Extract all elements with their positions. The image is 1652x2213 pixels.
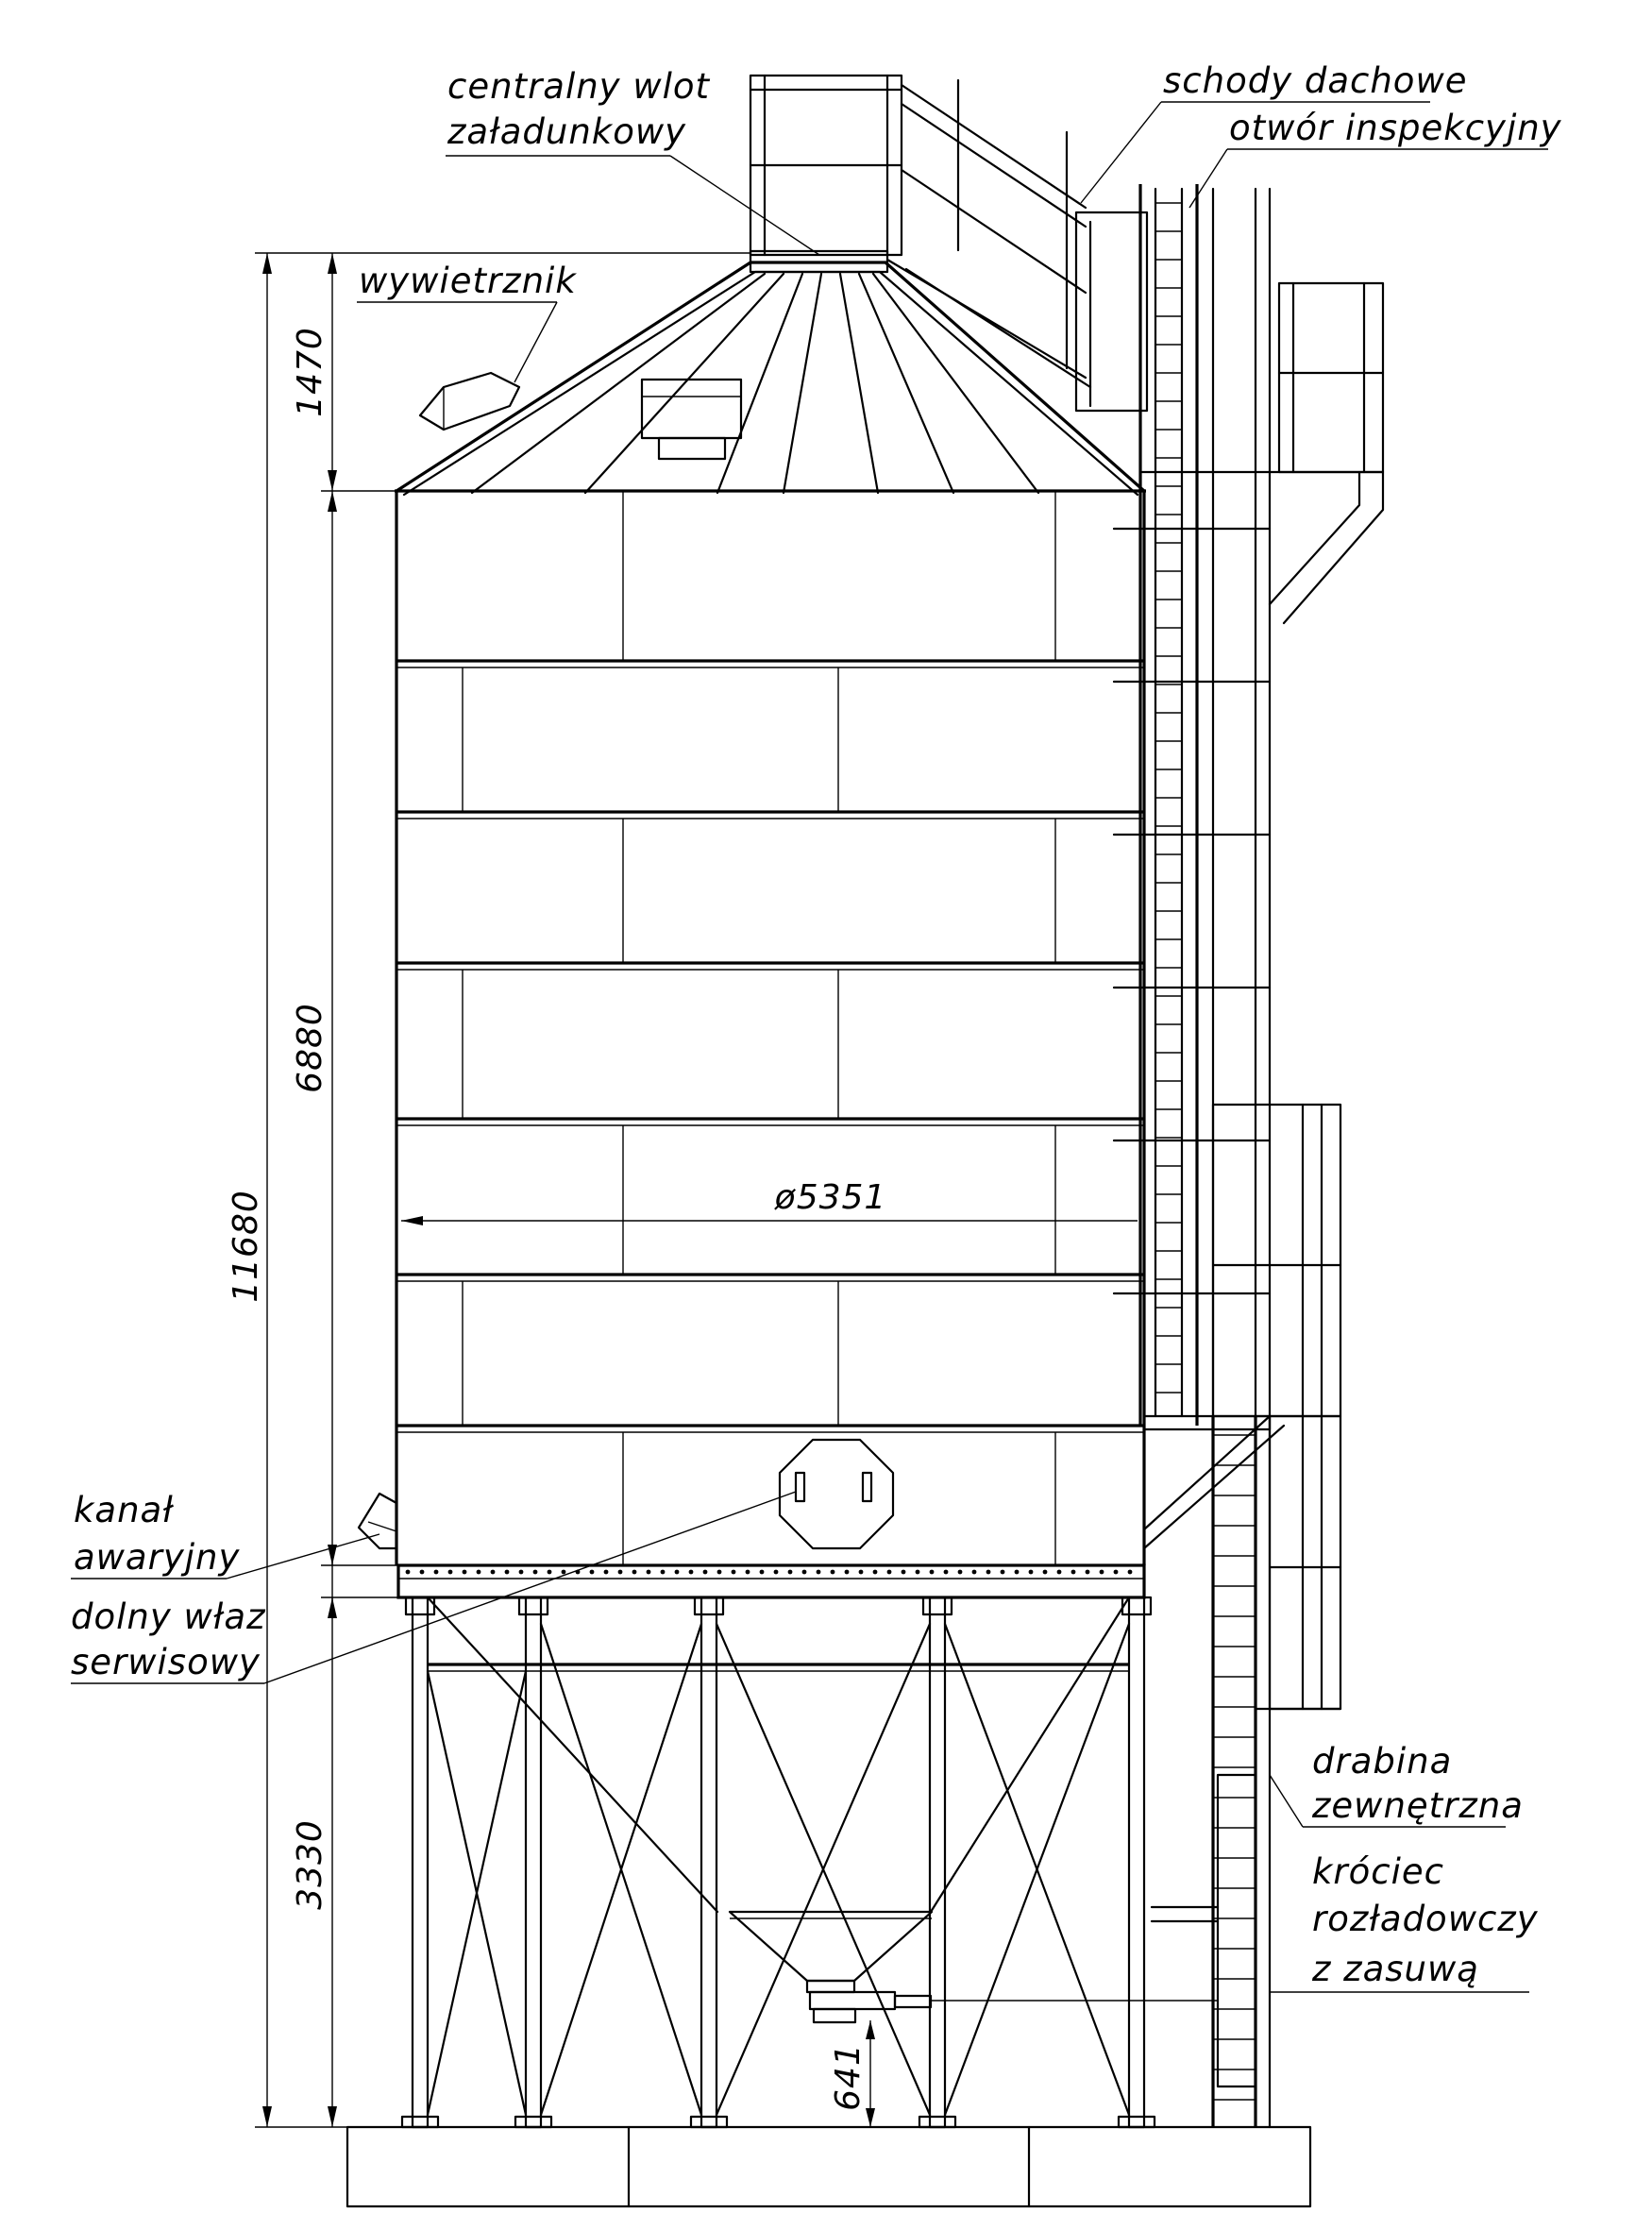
bolt xyxy=(447,1569,453,1575)
dim-roof-height: 1470 xyxy=(291,327,329,417)
bolt xyxy=(1085,1569,1090,1575)
bolt xyxy=(943,1569,949,1575)
bolt xyxy=(561,1569,566,1575)
bolt xyxy=(1056,1569,1062,1575)
bolt xyxy=(532,1569,538,1575)
bolt xyxy=(844,1569,850,1575)
ladder-rungs xyxy=(1112,202,1272,1394)
label-emergency-line2: awaryjny xyxy=(74,1537,240,1578)
service-manhole xyxy=(778,1438,895,1550)
bolt xyxy=(1070,1569,1076,1575)
label-emergency-line1: kanał xyxy=(74,1490,174,1530)
emergency-channel xyxy=(357,1492,398,1550)
bolt xyxy=(1028,1569,1034,1575)
roof-ribs xyxy=(470,272,1040,495)
roof-rib xyxy=(470,272,767,495)
bolt xyxy=(504,1569,510,1575)
dim-total-height: 11680 xyxy=(227,1190,265,1303)
bolt xyxy=(1099,1569,1104,1575)
roof-stairs xyxy=(885,78,1149,413)
bolt xyxy=(901,1569,906,1575)
label-outlet-line1: króciec xyxy=(1312,1851,1444,1892)
bolt xyxy=(731,1569,736,1575)
bolt xyxy=(476,1569,481,1575)
bolt xyxy=(787,1569,793,1575)
inlet-platform xyxy=(749,74,903,257)
label-manhole-line2: serwisowy xyxy=(71,1642,261,1682)
bolt xyxy=(433,1569,439,1575)
panel-seams xyxy=(462,491,1056,1565)
label-ladder-line1: drabina xyxy=(1312,1741,1452,1782)
bolt xyxy=(773,1569,779,1575)
bolt xyxy=(1014,1569,1020,1575)
bolt xyxy=(830,1569,835,1575)
bolt xyxy=(745,1569,750,1575)
bolt xyxy=(688,1569,694,1575)
label-roof-stairs: schody dachowe xyxy=(1163,60,1467,101)
support-frame xyxy=(396,1563,1218,2129)
bolt xyxy=(617,1569,623,1575)
roof-rib xyxy=(857,272,955,495)
bolt xyxy=(589,1569,595,1575)
bolt xyxy=(816,1569,821,1575)
bolt xyxy=(419,1569,425,1575)
bolt xyxy=(759,1569,765,1575)
bolt xyxy=(971,1569,977,1575)
leader-lines xyxy=(71,101,1548,1993)
bolt xyxy=(490,1569,496,1575)
label-ladder-line2: zewnętrzna xyxy=(1311,1785,1524,1826)
bolt xyxy=(986,1569,991,1575)
bolt xyxy=(462,1569,467,1575)
ring-beam-bolts xyxy=(405,1569,1133,1575)
bolt xyxy=(405,1569,411,1575)
label-outlet-line3: z zasuwą xyxy=(1311,1949,1479,1989)
bolt xyxy=(886,1569,892,1575)
label-inlet-line2: załadunkowy xyxy=(447,111,686,152)
bolt xyxy=(957,1569,963,1575)
bolt xyxy=(1127,1569,1133,1575)
bolt xyxy=(716,1569,722,1575)
bolt xyxy=(1113,1569,1119,1575)
roof-rib xyxy=(871,272,1040,495)
bolt xyxy=(632,1569,637,1575)
bolt xyxy=(929,1569,935,1575)
bolt xyxy=(801,1569,807,1575)
dim-body-height: 6880 xyxy=(291,1003,329,1093)
bolt xyxy=(674,1569,680,1575)
label-manhole-line1: dolny właz xyxy=(71,1596,266,1637)
bolt xyxy=(858,1569,864,1575)
foundation-slab xyxy=(346,2125,1312,2208)
bolt xyxy=(702,1569,708,1575)
lower-ladder xyxy=(1142,1414,1342,2129)
label-inspection-hole: otwór inspekcyjny xyxy=(1229,108,1562,148)
label-outlet-line2: rozładowczy xyxy=(1312,1899,1539,1939)
shell-rings xyxy=(396,659,1144,1433)
silo-body xyxy=(395,489,1146,1565)
dimension-labels: 11680 1470 6880 3330 641 ø5351 xyxy=(227,327,887,2111)
bolt xyxy=(1042,1569,1048,1575)
lower-ladder-rungs xyxy=(1213,1434,1256,2101)
bolt xyxy=(915,1569,920,1575)
label-inlet-line1: centralny wlot xyxy=(447,66,711,107)
bolt xyxy=(518,1569,524,1575)
dim-outlet-clearance: 641 xyxy=(829,2043,868,2111)
bolt xyxy=(547,1569,552,1575)
roof xyxy=(396,249,1146,497)
dimension-lines xyxy=(255,252,1138,2128)
annotation-labels: centralny wlot załadunkowy schody dachow… xyxy=(71,60,1562,1989)
bolt xyxy=(872,1569,878,1575)
bolt xyxy=(1000,1569,1005,1575)
label-vent: wywietrznik xyxy=(359,261,577,301)
bolt xyxy=(603,1569,609,1575)
roof-rib xyxy=(782,272,823,495)
dim-leg-height: 3330 xyxy=(291,1819,329,1910)
bolt xyxy=(646,1569,651,1575)
ladder-cage xyxy=(1112,184,1385,1426)
roof-rib xyxy=(583,272,785,495)
dim-diameter: ø5351 xyxy=(774,1178,887,1217)
roof-rib xyxy=(838,272,880,495)
roof-rib xyxy=(716,272,804,495)
bolt xyxy=(660,1569,666,1575)
